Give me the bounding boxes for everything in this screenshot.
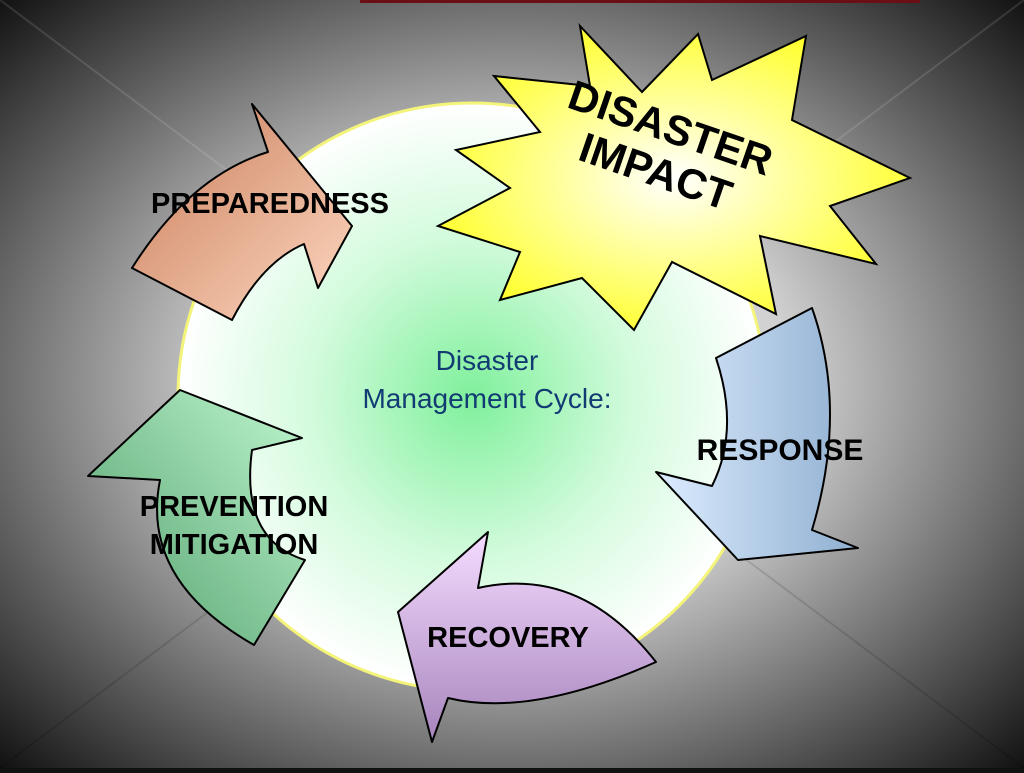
recovery-label: RECOVERY [427,622,589,654]
diagram-title: Disaster Management Cycle: [282,342,692,418]
response-label: RESPONSE [696,434,864,467]
disaster-impact-starburst [435,22,913,332]
preparedness-arrow [131,103,353,321]
response-arrow [655,307,859,561]
prevention-mitigation-arrow [87,389,306,646]
prevention-label: PREVENTION [139,491,329,523]
preparedness-label: PREPAREDNESS [151,188,389,220]
recovery-arrow [397,531,657,743]
top-accent-line [360,0,920,3]
title-line-2: Management Cycle: [362,383,612,414]
title-line-1: Disaster [435,345,539,376]
mitigation-label: MITIGATION [149,529,319,561]
prevention-mitigation-label: PREVENTION MITIGATION [96,488,372,564]
